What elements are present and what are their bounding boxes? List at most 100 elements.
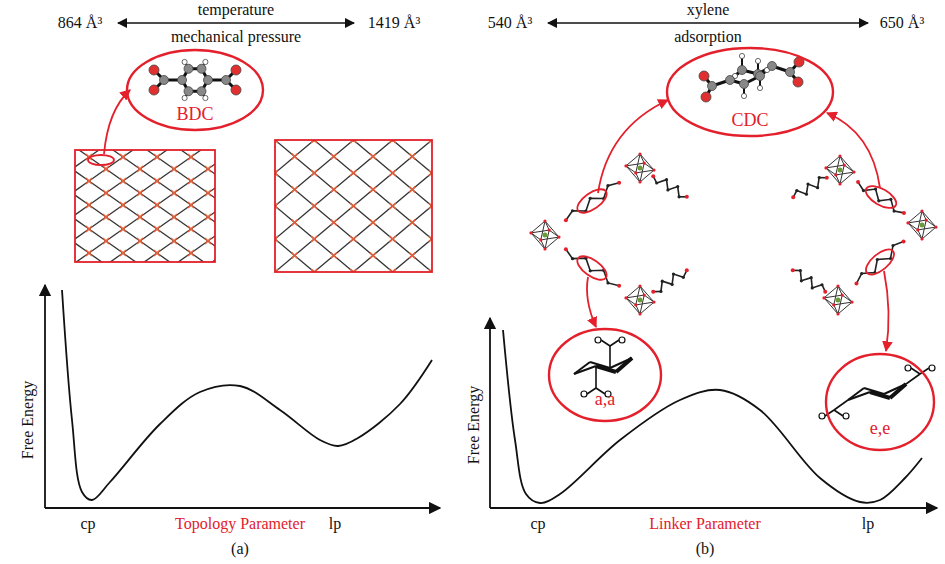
metal-node xyxy=(292,253,298,259)
linker-atom xyxy=(811,286,814,289)
linker-stroke xyxy=(157,253,174,262)
metal-node xyxy=(154,250,160,256)
linker-atom xyxy=(685,195,689,199)
metal-node xyxy=(154,178,160,184)
linker-atom xyxy=(800,279,803,282)
highlight-ellipse: BDC xyxy=(125,48,265,132)
atom xyxy=(708,82,717,91)
metal-node xyxy=(171,190,177,196)
metal-node xyxy=(86,226,92,232)
metal-node xyxy=(137,166,143,172)
figure-label: lp xyxy=(862,515,874,533)
figure-label: mechanical pressure xyxy=(171,28,301,46)
linker-atom xyxy=(564,247,568,251)
linker-atom xyxy=(589,197,592,200)
figure-label: cp xyxy=(530,515,545,533)
linker-atom xyxy=(666,188,669,191)
oxygen-vertex xyxy=(543,219,546,222)
range-arrow xyxy=(548,22,868,24)
bond xyxy=(906,374,920,384)
lattice-cp xyxy=(75,150,215,262)
figure-label: cp xyxy=(80,515,95,533)
metal-node xyxy=(120,250,126,256)
linker-stroke xyxy=(89,253,106,262)
metal-node xyxy=(409,253,415,259)
pointer-arrow xyxy=(587,277,596,327)
metal-node xyxy=(350,203,356,209)
oxygen-vertex xyxy=(832,303,835,306)
linker-atom xyxy=(876,258,879,261)
atom xyxy=(726,76,735,85)
metal-center xyxy=(920,223,925,228)
bond xyxy=(616,358,632,372)
metal-node xyxy=(171,238,177,244)
atom xyxy=(231,65,241,75)
linker-atom xyxy=(892,209,895,212)
linker-atom xyxy=(665,178,668,181)
linker-atom xyxy=(860,272,863,275)
plot-axis xyxy=(44,285,46,508)
metal-node xyxy=(292,220,298,226)
highlight-ring xyxy=(862,182,899,213)
metal-node xyxy=(370,154,376,160)
metal-node xyxy=(390,236,396,242)
oxygen-vertex xyxy=(838,154,841,157)
bond xyxy=(595,366,597,388)
highlight-ellipse: e,e xyxy=(824,352,936,452)
atom xyxy=(182,95,187,100)
energy-curve-b xyxy=(503,330,922,503)
linker-atom xyxy=(564,218,568,222)
metal-node xyxy=(370,253,376,259)
oxygen-vertex xyxy=(638,284,641,287)
metal-node xyxy=(292,154,298,160)
highlight-ellipse: a,a xyxy=(547,327,663,423)
linker-atom xyxy=(791,268,795,272)
figure-label: (a) xyxy=(231,540,249,558)
linker-atom xyxy=(659,290,662,293)
linker-atom xyxy=(651,290,655,294)
metal-node xyxy=(409,220,415,226)
oxygen-mark xyxy=(595,337,601,343)
atom xyxy=(740,80,749,89)
linker-chain xyxy=(793,270,825,291)
atom xyxy=(182,59,187,64)
linker-atom xyxy=(891,244,894,247)
oxygen-mark xyxy=(929,365,935,371)
metal-node xyxy=(205,166,211,172)
linker-atom xyxy=(823,290,827,294)
metal-node xyxy=(137,214,143,220)
pointer-arrow xyxy=(598,100,668,193)
atom xyxy=(757,85,762,90)
linker-atom xyxy=(805,193,808,196)
linker-atom xyxy=(671,283,674,286)
range-arrow xyxy=(118,22,354,24)
oxygen-vertex xyxy=(841,294,844,297)
atom xyxy=(755,58,760,63)
atom xyxy=(738,66,747,75)
figure-label: 1419 Å³ xyxy=(368,14,420,32)
bond xyxy=(610,340,619,346)
plot-axis xyxy=(489,318,491,508)
oxygen-vertex xyxy=(916,228,919,231)
oxygen-vertex xyxy=(838,182,841,185)
linker-stroke xyxy=(208,150,215,157)
atom xyxy=(739,53,744,58)
ellipse-outline xyxy=(667,48,833,136)
bond xyxy=(834,400,848,410)
pointer-arrow xyxy=(884,271,889,351)
oxygen-vertex xyxy=(624,296,627,299)
node-label: CDC xyxy=(731,110,768,130)
linker-stroke xyxy=(123,150,140,157)
linker-atom xyxy=(889,198,892,201)
oxygen-vertex xyxy=(557,236,560,239)
linker-atom xyxy=(676,185,679,188)
linker-atom xyxy=(571,209,574,212)
metal-center xyxy=(638,298,643,303)
linker-stroke xyxy=(191,253,208,262)
atom xyxy=(756,72,765,81)
metal-node xyxy=(370,220,376,226)
oxygen-vertex xyxy=(624,164,627,167)
figure-label: Topology Parameter xyxy=(175,515,305,533)
